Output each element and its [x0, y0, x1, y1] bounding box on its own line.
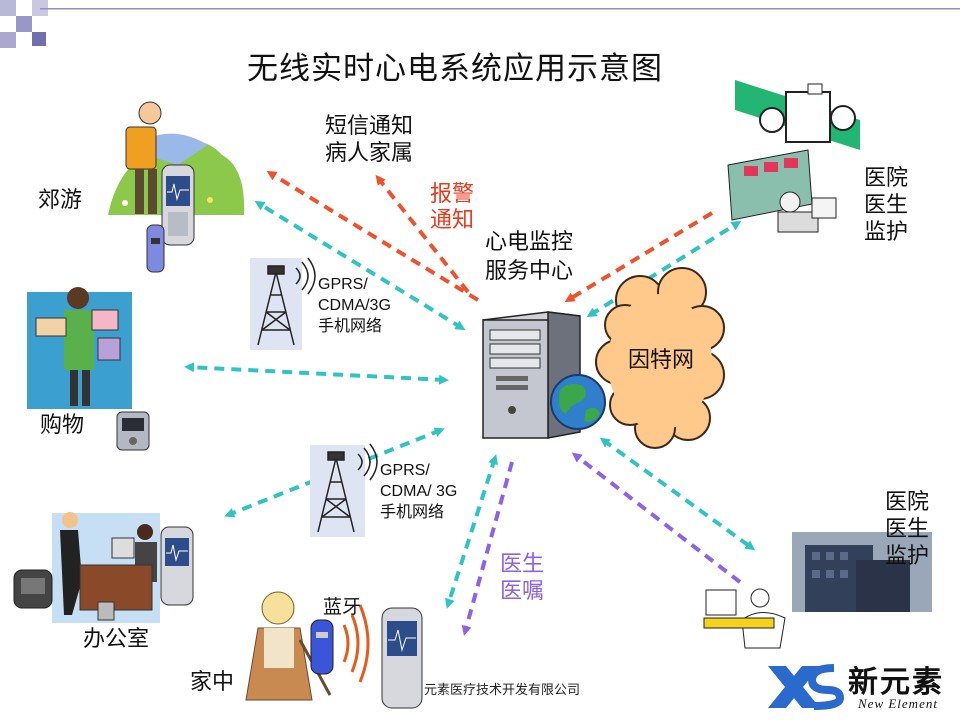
- center-label-line1: 心电监控: [485, 230, 574, 255]
- doctor-orders-label-line2: 医嘱: [500, 579, 545, 604]
- ecg-device-outing: [146, 224, 165, 273]
- hospital-bottom-scene: [703, 532, 932, 649]
- arrow-data-office: [224, 427, 445, 518]
- globe-icon: [550, 374, 606, 430]
- cellphone-office: [160, 526, 194, 606]
- title-underline: [40, 8, 960, 10]
- brand-mark: [768, 664, 845, 710]
- arrow-data-hospital-bottom: [599, 437, 756, 551]
- bluetooth-waves: [342, 604, 370, 683]
- home-scene: [245, 591, 332, 701]
- location-home: 家中: [190, 670, 235, 695]
- corner-decoration: [0, 0, 48, 48]
- brand-name-chinese: 新元素: [848, 665, 944, 700]
- internet-cloud: [595, 267, 725, 449]
- hospital-top-line2: 医生: [864, 193, 909, 218]
- ecg-monitor-shopping: [116, 411, 150, 451]
- center-label-line2: 服务中心: [485, 259, 574, 284]
- network-bottom-line1: GPRS/: [380, 462, 430, 479]
- page-title: 无线实时心电系统应用示意图: [247, 51, 663, 87]
- hospital-top-line3: 监护: [864, 220, 909, 245]
- doctor-orders-label-line1: 医生: [500, 552, 545, 577]
- hospital-top-scene: [727, 80, 860, 233]
- arrows-data: [184, 200, 756, 609]
- network-top-line1: GPRS/: [318, 276, 368, 293]
- alarm-label-line2: 通知: [430, 208, 475, 233]
- cellphone-outing: [161, 164, 195, 246]
- arrow-data-shopping: [184, 362, 449, 385]
- sms-label-line2: 病人家属: [325, 141, 414, 166]
- sms-label-line1: 短信通知: [325, 114, 414, 139]
- internet-label: 因特网: [628, 348, 695, 373]
- arrow-data-hospital-top: [586, 220, 742, 318]
- arrow-orders-hospital: [571, 452, 742, 584]
- ecg-monitor-office: [13, 569, 53, 609]
- arrows-orders: [461, 452, 742, 636]
- hospital-bottom-line3: 监护: [885, 544, 930, 569]
- network-bottom-line2: CDMA/ 3G: [380, 483, 458, 500]
- location-office: 办公室: [83, 627, 150, 652]
- network-top-line3: 手机网络: [318, 318, 383, 335]
- alarm-label-line1: 报警: [430, 182, 475, 207]
- hospital-bottom-line1: 医院: [885, 490, 930, 515]
- bluetooth-label: 蓝牙: [323, 596, 362, 618]
- location-outing: 郊游: [38, 188, 83, 213]
- arrow-data-outing: [254, 200, 466, 331]
- cell-tower-top: [250, 257, 316, 350]
- ecg-device-home: [310, 619, 334, 675]
- cellphone-home: [381, 607, 423, 709]
- arrow-orders-home: [461, 461, 514, 636]
- office-scene: [52, 512, 160, 623]
- location-shopping: 购物: [40, 413, 85, 438]
- hospital-top-line1: 医院: [864, 166, 909, 191]
- network-top-line2: CDMA/3G: [318, 297, 391, 314]
- cell-tower-bottom: [310, 443, 378, 537]
- hospital-bottom-line2: 医生: [885, 517, 930, 542]
- footer-company: 元素医疗技术开发有限公司: [424, 683, 581, 698]
- shopping-scene: [27, 287, 132, 409]
- network-bottom-line3: 手机网络: [380, 504, 445, 521]
- brand-name-english: New Element: [858, 696, 938, 711]
- arrow-data-home: [445, 454, 498, 609]
